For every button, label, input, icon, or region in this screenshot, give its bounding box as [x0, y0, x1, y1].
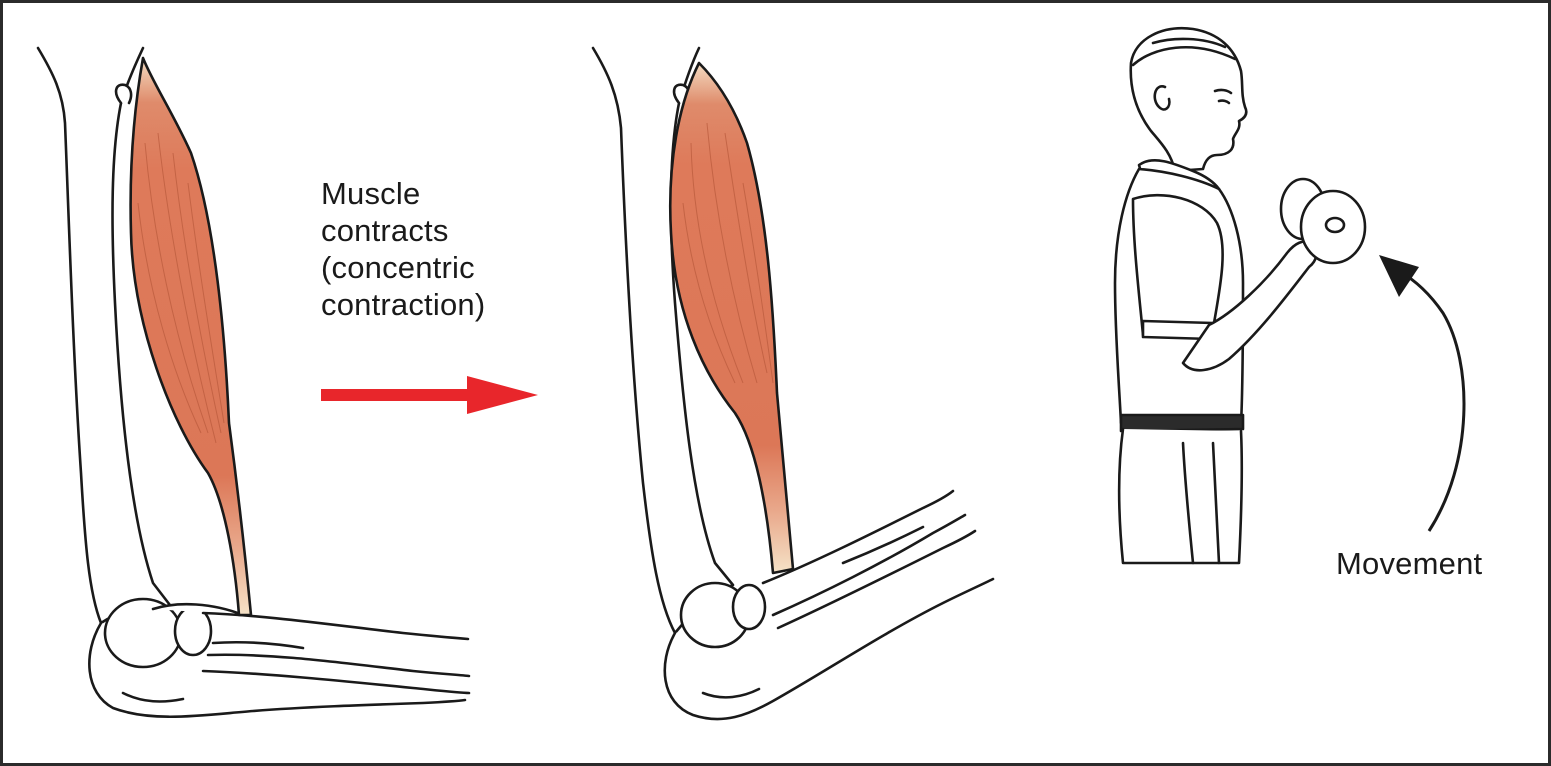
caption-line-4: contraction) [321, 286, 485, 323]
curved-arrow-icon [1399, 271, 1464, 531]
head [1131, 28, 1247, 171]
caption-line-3: (concentric [321, 249, 485, 286]
caption-line-2: contracts [321, 212, 485, 249]
movement-label: Movement [1336, 545, 1482, 582]
person-curling-dumbbell [1115, 28, 1365, 563]
forearm-radius [203, 613, 468, 639]
relaxed-arm-illustration [38, 48, 469, 717]
upper-arm-sleeve [1133, 195, 1223, 335]
curved-arrow-head [1379, 255, 1419, 297]
contraction-caption: Muscle contracts (concentric contraction… [321, 175, 485, 323]
diagram-artwork [3, 3, 1548, 763]
relaxed-biceps-muscle [131, 58, 251, 615]
belt [1121, 415, 1243, 431]
right-arrow-icon [321, 376, 538, 414]
legs [1119, 429, 1242, 563]
caption-line-1: Muscle [321, 175, 485, 212]
contracted-arm-illustration [593, 48, 993, 719]
